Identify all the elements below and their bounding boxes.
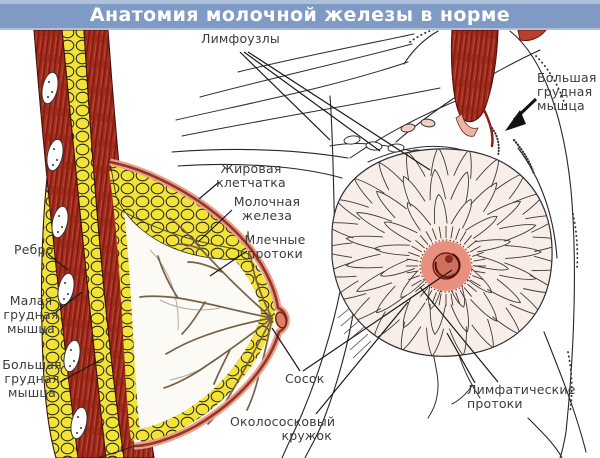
milk-ducts: [139, 217, 273, 425]
body-contours: [171, 27, 587, 458]
cut-pectoral-muscle: [450, 29, 548, 157]
big-arrow: [505, 97, 538, 131]
label-pectoralis-major-right: Большая грудная мышца: [537, 70, 597, 113]
label-rib: Ребро: [14, 242, 54, 257]
ribs: [41, 71, 88, 440]
title-bar: Анатомия молочной железы в норме: [0, 0, 600, 30]
label-fat-tissue: Жировая клетчатка: [216, 161, 286, 190]
label-pectoralis-major-left: Большая грудная мышца: [2, 357, 62, 400]
label-pectoralis-minor: Малая грудная мышца: [3, 293, 59, 336]
label-milk-ducts: Млечные протоки: [244, 232, 306, 261]
breast-cross-section: [95, 158, 290, 458]
page-title: Анатомия молочной железы в норме: [89, 4, 511, 26]
label-areola: Околососковый кружок: [230, 414, 336, 443]
breast-frontal-view: [331, 148, 553, 357]
leader-lines: [47, 51, 538, 415]
label-lymph-nodes: Лимфоузлы: [201, 31, 280, 46]
areola-sunburst: [406, 226, 486, 306]
label-lymphatic-ducts: Лимфатические протоки: [467, 382, 576, 411]
label-mammary-gland: Молочная железа: [233, 194, 301, 223]
nipple-frontal: [432, 252, 461, 280]
nipple-cross-section: [274, 311, 288, 329]
label-nipple: Сосок: [285, 371, 325, 386]
